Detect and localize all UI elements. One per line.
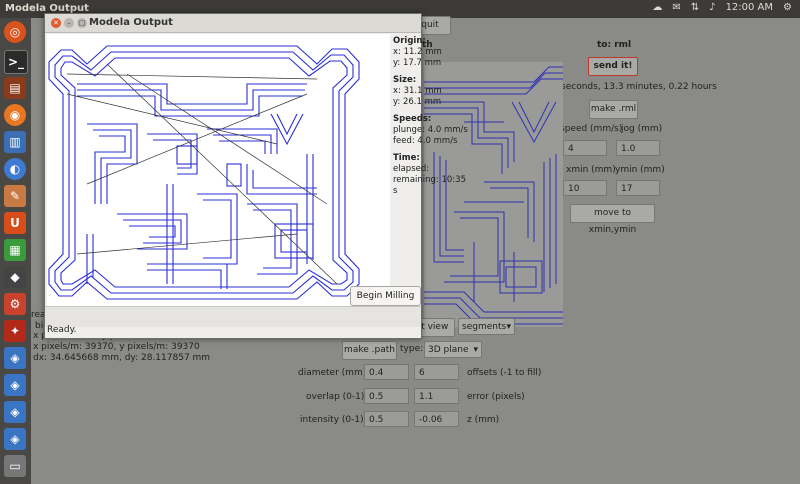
origin-x: x: 11.2 mm <box>393 47 442 57</box>
path-heading: th <box>422 40 433 50</box>
plunge-speed: plunge: 4.0 mm/s <box>393 125 468 135</box>
python-icon[interactable]: ◈ <box>4 374 26 396</box>
ymin-label: ymin (mm) <box>615 165 665 175</box>
modela-output-dialog: ✕ – □ Modela Output <box>44 13 468 339</box>
firefox-icon[interactable]: ◉ <box>4 104 26 126</box>
size-y: y: 26.1 mm <box>393 97 442 107</box>
terminal-icon[interactable]: >_ <box>4 50 28 74</box>
speed-label: speed (mm/s) <box>560 124 623 134</box>
python-icon[interactable]: ◈ <box>4 347 26 369</box>
output-format-label: to: rml <box>597 40 632 50</box>
document-icon[interactable]: ▥ <box>4 131 26 153</box>
error-input[interactable]: 1.1 <box>414 388 459 404</box>
type-select[interactable]: 3D plane ▾ <box>424 341 482 358</box>
jog-input[interactable]: 1.0 <box>616 140 660 156</box>
chevron-down-icon: ▾ <box>506 322 511 332</box>
overlap-label: overlap (0-1) <box>306 392 365 402</box>
offsets-label: offsets (-1 to fill) <box>467 368 542 378</box>
xmin-input[interactable]: 10 <box>563 180 607 196</box>
text-editor-icon[interactable]: ✎ <box>4 185 26 207</box>
volume-icon[interactable]: ♪ <box>709 2 716 13</box>
jog-label: jog (mm) <box>621 124 663 134</box>
feed-speed: feed: 4.0 mm/s <box>393 136 458 146</box>
make-rml-button[interactable]: make .rml <box>589 100 638 119</box>
app-icon[interactable]: ✦ <box>4 320 26 342</box>
origin-y: y: 17.7 mm <box>393 58 442 68</box>
info-line-4: x pixels/m: 39370, y pixels/m: 39370 <box>33 342 200 352</box>
toolpath-preview-graphic <box>424 66 563 325</box>
origin-label: Origin: <box>393 36 426 46</box>
files-icon[interactable]: ▤ <box>4 77 26 99</box>
remaining-time: remaining: 10:35 s <box>393 175 466 196</box>
type-label: type: <box>400 344 424 354</box>
python-icon[interactable]: ◈ <box>4 401 26 423</box>
info-line-1: rea <box>31 310 46 320</box>
intensity-label: intensity (0-1) <box>300 415 364 425</box>
software-center-icon[interactable]: U <box>4 212 26 234</box>
dialog-title: Modela Output <box>89 17 173 28</box>
chevron-down-icon: ▾ <box>473 345 478 355</box>
python-icon[interactable]: ◈ <box>4 428 26 450</box>
system-tray: ☁ ✉ ⇅ ♪ 12:00 AM ⚙ <box>652 2 792 13</box>
z-label: z (mm) <box>467 415 500 425</box>
spreadsheet-icon[interactable]: ▦ <box>4 239 26 261</box>
type-value: 3D plane <box>428 345 469 355</box>
cloud-icon[interactable]: ☁ <box>652 2 663 13</box>
clock[interactable]: 12:00 AM <box>725 2 774 13</box>
send-button[interactable]: send it! <box>588 57 638 76</box>
toolpath-graphic <box>48 45 360 300</box>
settings-icon[interactable]: ⚙ <box>4 293 26 315</box>
speed-input[interactable]: 4 <box>563 140 607 156</box>
diameter-input[interactable]: 0.4 <box>364 364 409 380</box>
job-info-panel: Origin: x: 11.2 mm y: 17.7 mm Size: x: 3… <box>393 36 473 197</box>
ubuntu-home-icon[interactable]: ◎ <box>4 21 26 43</box>
launcher: ◎ >_ ▤ ◉ ▥ ◐ ✎ U ▦ ◆ ⚙ ✦ ◈ ◈ ◈ ◈ ▭ <box>0 18 31 484</box>
toolpath-preview <box>424 62 563 327</box>
minimize-icon[interactable]: – <box>64 18 74 28</box>
error-label: error (pixels) <box>467 392 525 402</box>
offsets-input[interactable]: 6 <box>414 364 459 380</box>
segments-value: segments <box>462 322 507 332</box>
make-path-button[interactable]: make .path <box>342 341 397 360</box>
info-line-5: dx: 34.645668 mm, dy: 28.117857 mm <box>33 353 211 363</box>
close-icon[interactable]: ✕ <box>51 18 61 28</box>
ymin-input[interactable]: 17 <box>616 180 660 196</box>
trash-icon[interactable]: ▭ <box>4 455 26 477</box>
move-to-button[interactable]: move to xmin,ymin <box>570 204 655 235</box>
segments-select[interactable]: segments ▾ <box>458 318 515 335</box>
status-bar <box>45 306 421 327</box>
time-label: Time: <box>393 153 420 163</box>
z-input[interactable]: -0.06 <box>414 411 459 427</box>
mail-icon[interactable]: ✉ <box>672 2 681 13</box>
toolpath-canvas <box>47 34 390 316</box>
info-line-2: bi <box>35 321 44 331</box>
size-label: Size: <box>393 75 417 85</box>
time-estimate: 800 seconds, 13.3 minutes, 0.22 hours <box>541 82 717 92</box>
xmin-label: xmin (mm) <box>566 165 616 175</box>
active-window-title: Modela Output <box>5 3 89 14</box>
diameter-label: diameter (mm) <box>298 368 367 378</box>
gear-icon[interactable]: ⚙ <box>783 2 792 13</box>
speeds-label: Speeds: <box>393 114 432 124</box>
status-text: Ready. <box>47 325 77 335</box>
dialog-titlebar[interactable]: ✕ – □ Modela Output <box>45 14 421 33</box>
inkscape-icon[interactable]: ◆ <box>4 266 26 288</box>
elapsed-time: elapsed: <box>393 164 430 174</box>
intensity-input[interactable]: 0.5 <box>364 411 409 427</box>
network-icon[interactable]: ⇅ <box>690 2 700 13</box>
overlap-input[interactable]: 0.5 <box>364 388 409 404</box>
size-x: x: 31.1 mm <box>393 86 442 96</box>
maximize-icon[interactable]: □ <box>77 18 87 28</box>
chromium-icon[interactable]: ◐ <box>4 158 26 180</box>
begin-milling-button[interactable]: Begin Milling <box>350 286 421 306</box>
